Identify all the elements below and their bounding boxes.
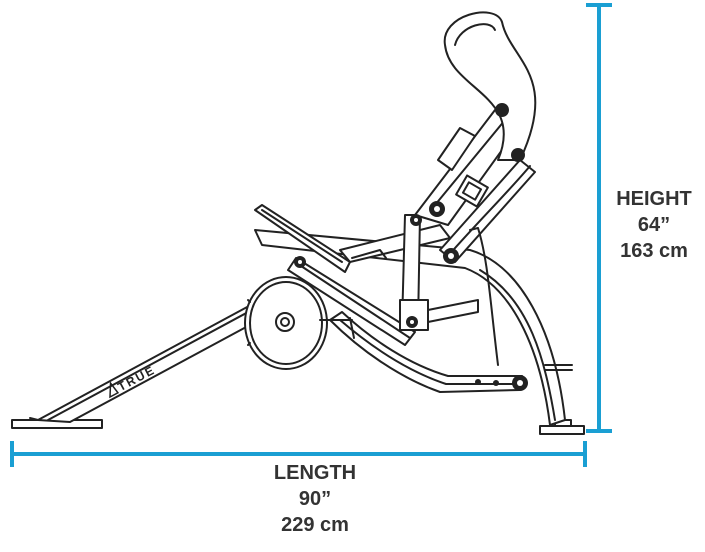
rear-foot-plate <box>539 425 585 435</box>
length-title: LENGTH <box>273 462 357 484</box>
carriage-arm <box>287 257 416 346</box>
lever-handle <box>455 174 489 208</box>
length-label: LENGTH 90” 229 cm <box>250 460 380 538</box>
height-dimension-line <box>586 3 612 433</box>
back-pad <box>437 127 476 171</box>
shoulder-pad <box>443 11 537 161</box>
logo-mark-icon <box>109 381 120 399</box>
length-dimension-line <box>10 441 587 467</box>
height-label: HEIGHT 64” 163 cm <box>598 186 705 264</box>
height-title: HEIGHT <box>616 188 692 210</box>
length-imperial: 90” <box>298 488 332 510</box>
pivot-bolts <box>294 103 528 391</box>
height-metric: 163 cm <box>620 240 688 262</box>
weight-horn <box>275 312 295 332</box>
height-imperial: 64” <box>637 214 671 236</box>
length-metric: 229 cm <box>281 514 349 536</box>
